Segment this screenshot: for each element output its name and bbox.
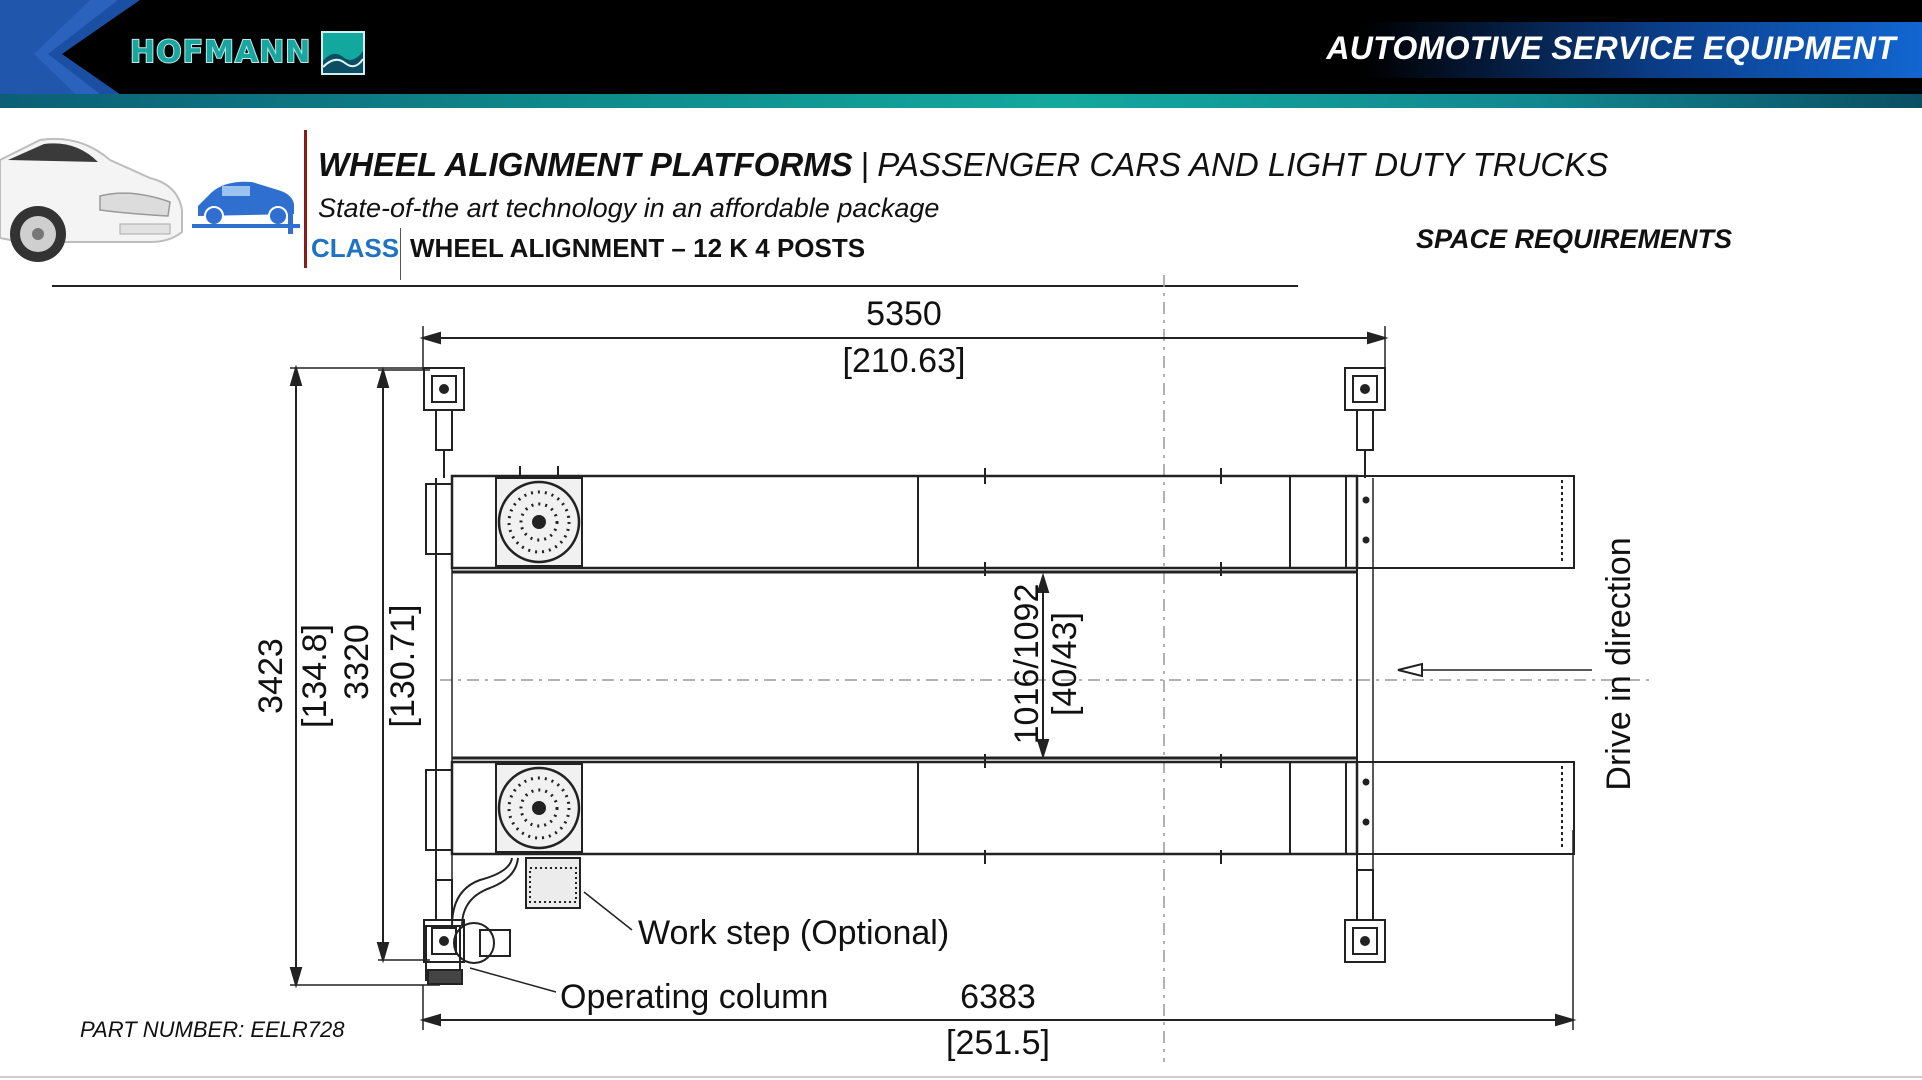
page-subtitle: State-of-the art technology in an afford… bbox=[318, 193, 940, 223]
turntable-icon bbox=[497, 766, 581, 850]
banner-gradient-bar bbox=[0, 94, 1922, 108]
post-top-left bbox=[423, 367, 465, 478]
title-divider bbox=[304, 130, 307, 268]
header-banner: HOFMANN AUTOMOTIVE SERVICE EQUIPMENT bbox=[0, 0, 1922, 108]
dim-inner-in: [130.71] bbox=[384, 605, 422, 728]
car-illustration bbox=[0, 137, 183, 262]
dim-track-mm: 1016/1092 bbox=[1008, 584, 1046, 745]
dim-top-in: [210.63] bbox=[843, 342, 966, 380]
page-title: WHEEL ALIGNMENT PLATFORMS|PASSENGER CARS… bbox=[318, 146, 1608, 184]
tagline: AUTOMOTIVE SERVICE EQUIPMENT bbox=[1326, 30, 1896, 66]
lift-icon bbox=[192, 181, 300, 234]
post-top-right bbox=[1344, 367, 1386, 478]
bottom-rule bbox=[0, 1076, 1922, 1078]
banner-chevron-icon bbox=[0, 0, 140, 108]
title-separator: | bbox=[860, 146, 870, 183]
runway-top bbox=[450, 468, 1575, 576]
brand-logo: HOFMANN bbox=[129, 30, 366, 76]
title-underline bbox=[52, 285, 1298, 287]
runway-bottom bbox=[450, 754, 1575, 864]
dim-inner-mm: 3320 bbox=[338, 624, 376, 700]
post-bottom-right bbox=[1344, 869, 1386, 963]
title-category: PASSENGER CARS AND LIGHT DUTY TRUCKS bbox=[877, 146, 1609, 183]
operating-column bbox=[425, 857, 557, 993]
class-label: CLASS bbox=[311, 233, 400, 263]
class-value: WHEEL ALIGNMENT – 12 K 4 POSTS bbox=[410, 233, 866, 263]
post-bottom-left bbox=[423, 879, 465, 963]
class-divider bbox=[400, 228, 401, 280]
dim-overall-in: [251.5] bbox=[946, 1024, 1050, 1062]
dim-outer-in: [134.8] bbox=[296, 624, 334, 728]
space-requirements-drawing: 5350 [210.63] 3423 [134.8] 3320 [130.71]… bbox=[252, 275, 1650, 1062]
dim-outer-mm: 3423 bbox=[252, 638, 290, 714]
work-step-label: Work step (Optional) bbox=[638, 914, 949, 952]
turntable-icon bbox=[497, 466, 581, 564]
dim-top-mm: 5350 bbox=[866, 295, 942, 333]
operating-column-label: Operating column bbox=[560, 978, 828, 1016]
dim-overall-mm: 6383 bbox=[960, 978, 1036, 1016]
banner-blue-accent bbox=[1362, 22, 1922, 78]
part-number: PART NUMBER: EELR728 bbox=[80, 1017, 345, 1042]
section-heading: SPACE REQUIREMENTS bbox=[1416, 224, 1733, 254]
work-step bbox=[525, 857, 633, 931]
title-main: WHEEL ALIGNMENT PLATFORMS bbox=[318, 146, 853, 183]
dim-track-in: [40/43] bbox=[1046, 612, 1084, 716]
drive-direction-label: Drive in direction bbox=[1600, 537, 1638, 790]
brand-name: HOFMANN bbox=[129, 35, 312, 70]
direction-arrow-icon bbox=[1397, 662, 1592, 678]
brand-logo-mark bbox=[321, 31, 366, 75]
